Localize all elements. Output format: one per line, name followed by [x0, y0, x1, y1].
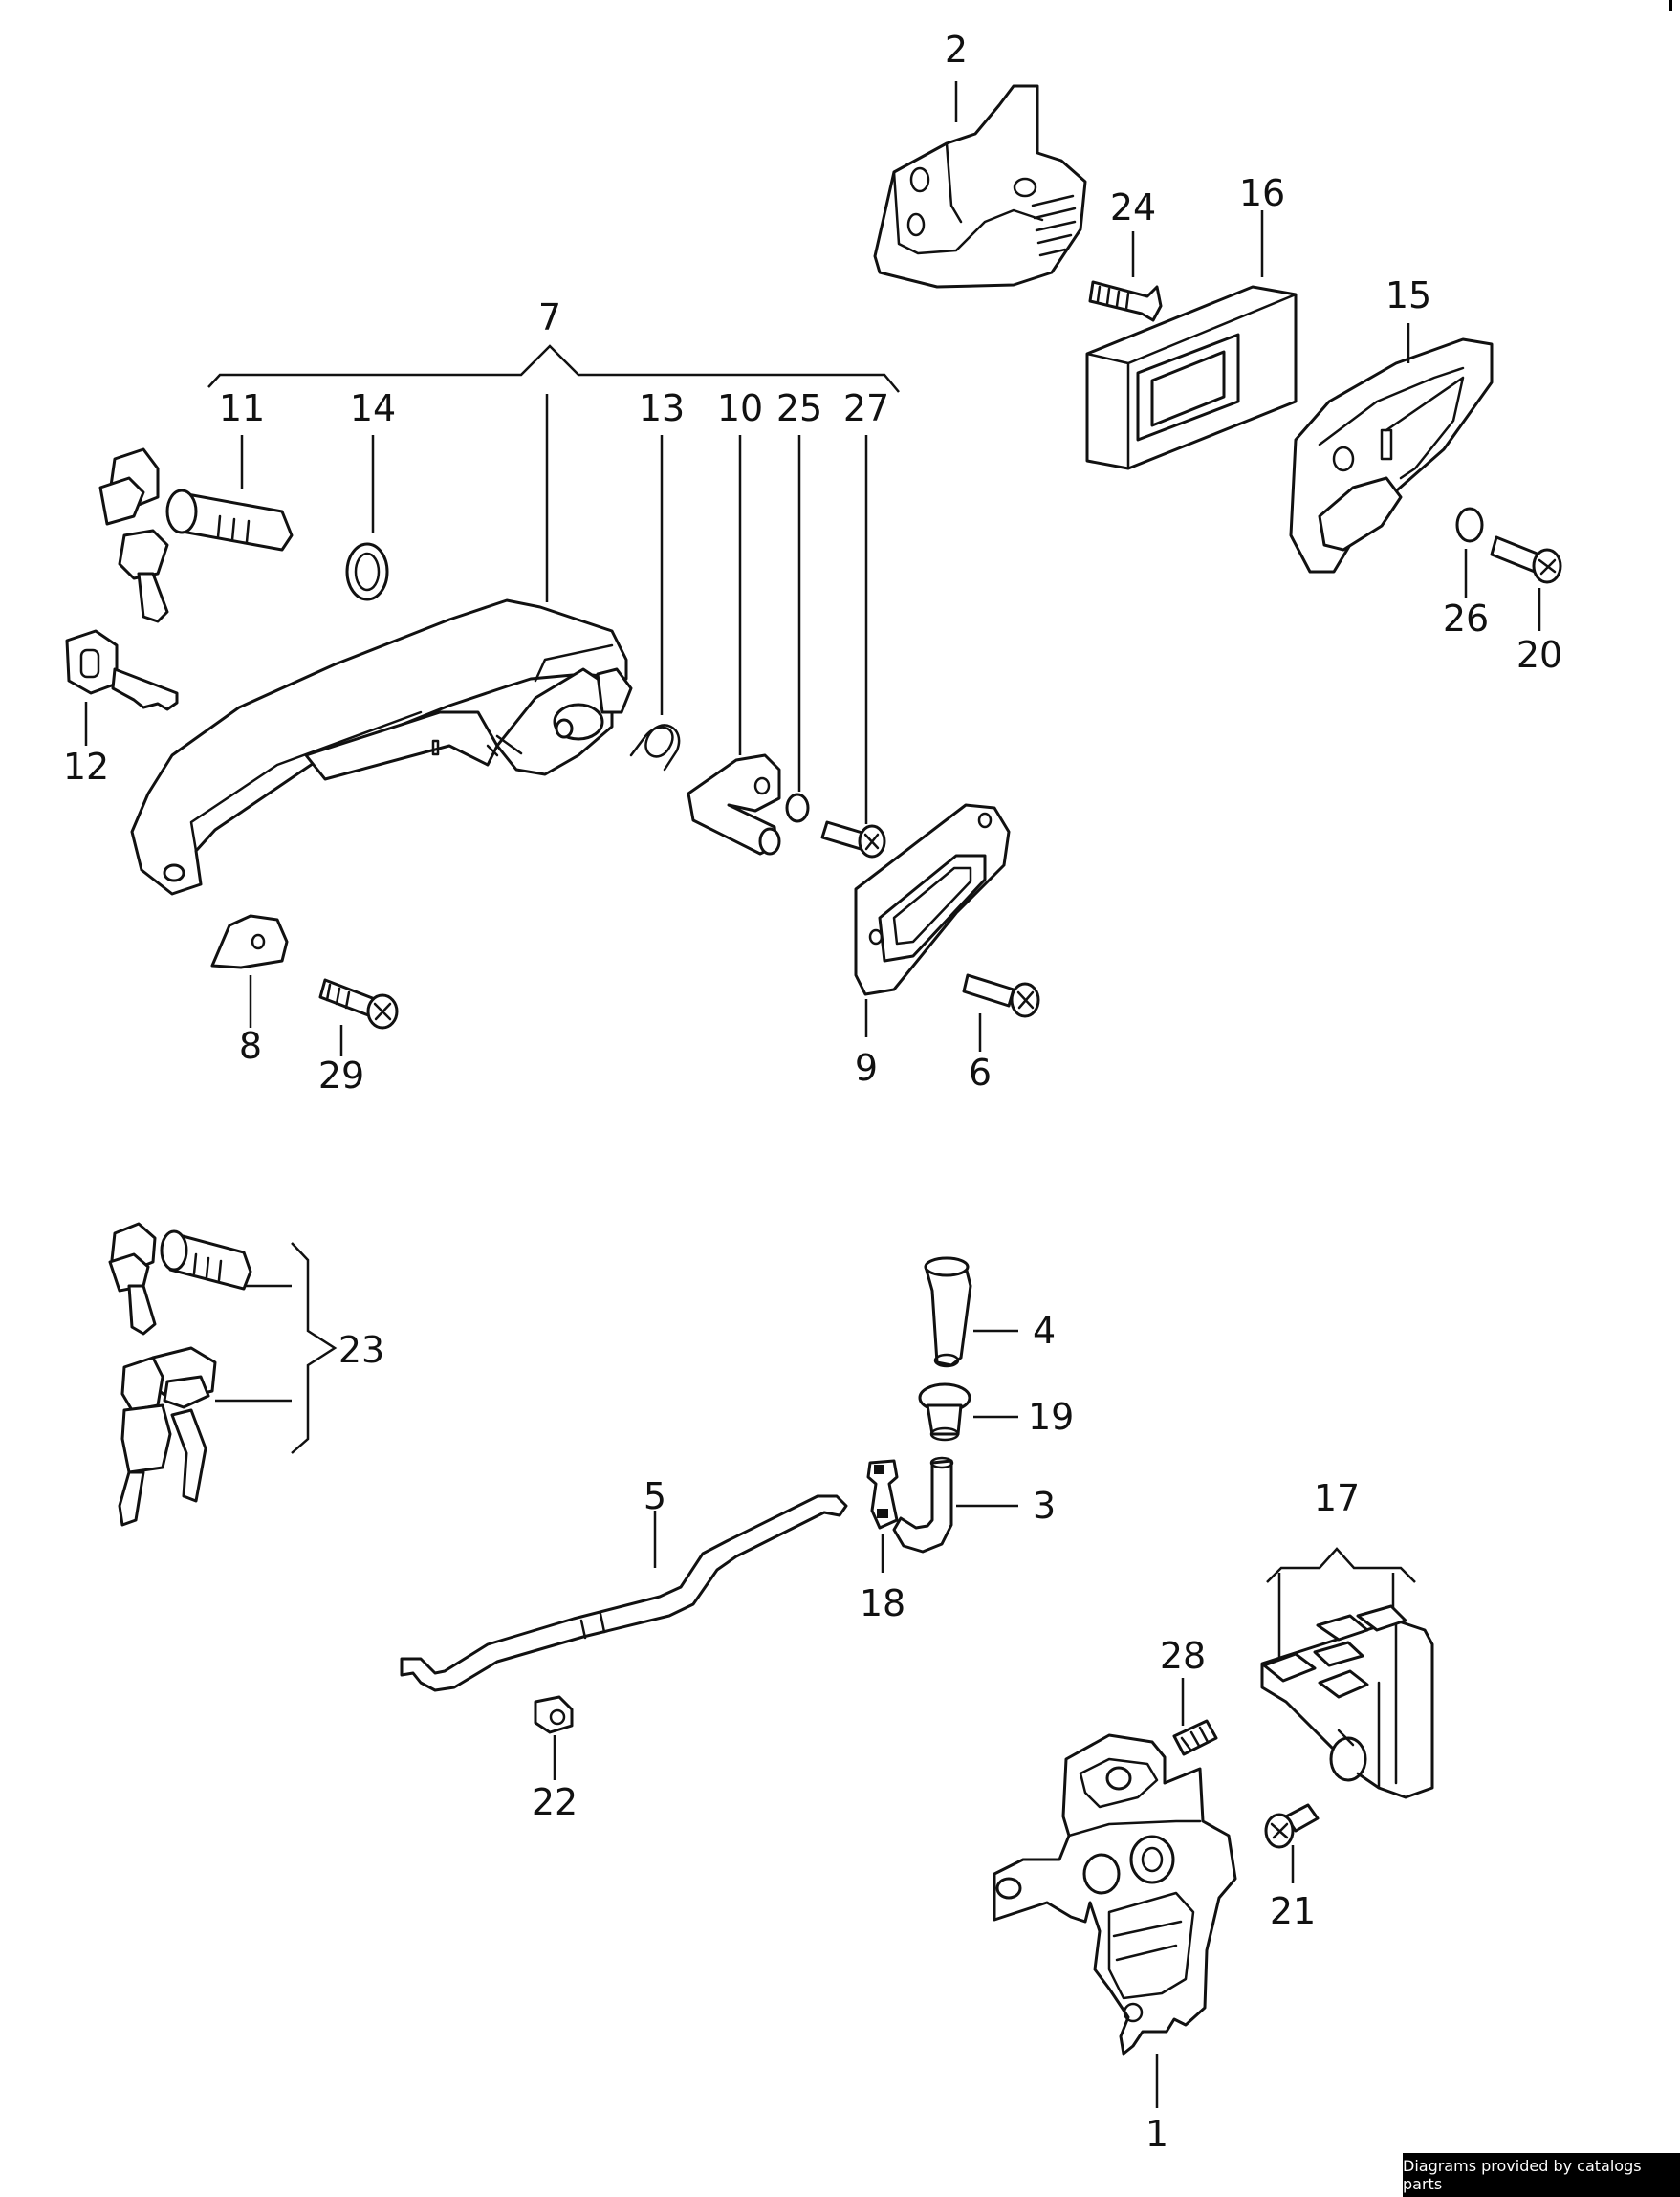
- callout-20: 20: [1516, 634, 1562, 676]
- part-9-gasket: [854, 803, 1011, 996]
- callout-25: 25: [776, 387, 822, 429]
- part-3-bent-rod: [892, 1456, 954, 1554]
- callout-14: 14: [350, 387, 396, 429]
- callout-9: 9: [855, 1047, 878, 1089]
- part-25-washer: [785, 793, 810, 823]
- part-10-lever: [687, 753, 781, 856]
- part-21-screw: [1264, 1803, 1320, 1849]
- part-7-outer-handle: [130, 598, 633, 896]
- part-29-screw: [318, 978, 399, 1030]
- part-12-key: [65, 629, 179, 711]
- callout-4: 4: [1033, 1310, 1056, 1352]
- callout-17: 17: [1314, 1477, 1360, 1519]
- part-16-trim-bezel: [1085, 285, 1298, 470]
- callout-29: 29: [318, 1055, 364, 1097]
- callout-10: 10: [717, 387, 763, 429]
- callout-16: 16: [1239, 172, 1285, 214]
- callout-2: 2: [945, 29, 968, 71]
- callout-21: 21: [1270, 1890, 1316, 1932]
- callout-26: 26: [1443, 598, 1489, 640]
- diagram-credit: Diagrams provided by catalogs parts: [1403, 2153, 1680, 2197]
- callout-8: 8: [239, 1025, 262, 1067]
- callout-1: 1: [1145, 2113, 1168, 2155]
- part-26-washer: [1455, 507, 1484, 543]
- part-1-door-latch: [993, 1733, 1237, 2056]
- bracket-7: [207, 344, 900, 393]
- callout-12: 12: [63, 746, 109, 788]
- callout-28: 28: [1160, 1635, 1206, 1677]
- callout-19: 19: [1028, 1396, 1074, 1438]
- part-22-clip-nut: [534, 1695, 574, 1734]
- callout-6: 6: [969, 1052, 992, 1094]
- part-24-bolt: [1088, 280, 1163, 322]
- callout-27: 27: [843, 387, 889, 429]
- part-28-screw: [1172, 1719, 1218, 1756]
- part-13-spring: [629, 724, 681, 772]
- callout-23: 23: [338, 1329, 384, 1371]
- bracket-17: [1266, 1547, 1416, 1583]
- edge-mark: [1669, 0, 1672, 11]
- bracket-23: [291, 1242, 338, 1454]
- part-18-clip: [866, 1459, 899, 1530]
- part-27-screw: [820, 820, 886, 859]
- part-2-hinge-bracket: [873, 84, 1087, 289]
- part-4-knob: [924, 1256, 972, 1368]
- part-23-lock-set: [108, 1222, 252, 1527]
- callout-11: 11: [219, 387, 265, 429]
- part-11-lock-cylinder: [98, 447, 294, 623]
- part-17-switch: [1260, 1604, 1434, 1799]
- callout-13: 13: [639, 387, 685, 429]
- callout-22: 22: [532, 1781, 578, 1823]
- callout-3: 3: [1033, 1485, 1056, 1527]
- callout-24: 24: [1110, 186, 1156, 228]
- callout-7: 7: [538, 296, 561, 338]
- part-6-screw: [962, 973, 1040, 1018]
- part-20-screw: [1490, 535, 1562, 584]
- callout-15: 15: [1385, 274, 1431, 316]
- part-5-rod: [400, 1494, 848, 1692]
- part-14-o-ring: [345, 542, 389, 601]
- part-19-grommet: [918, 1382, 971, 1442]
- callout-18: 18: [860, 1582, 905, 1624]
- part-8-end-cap: [210, 914, 289, 969]
- callout-5: 5: [644, 1475, 666, 1517]
- part-15-inner-handle: [1289, 337, 1494, 574]
